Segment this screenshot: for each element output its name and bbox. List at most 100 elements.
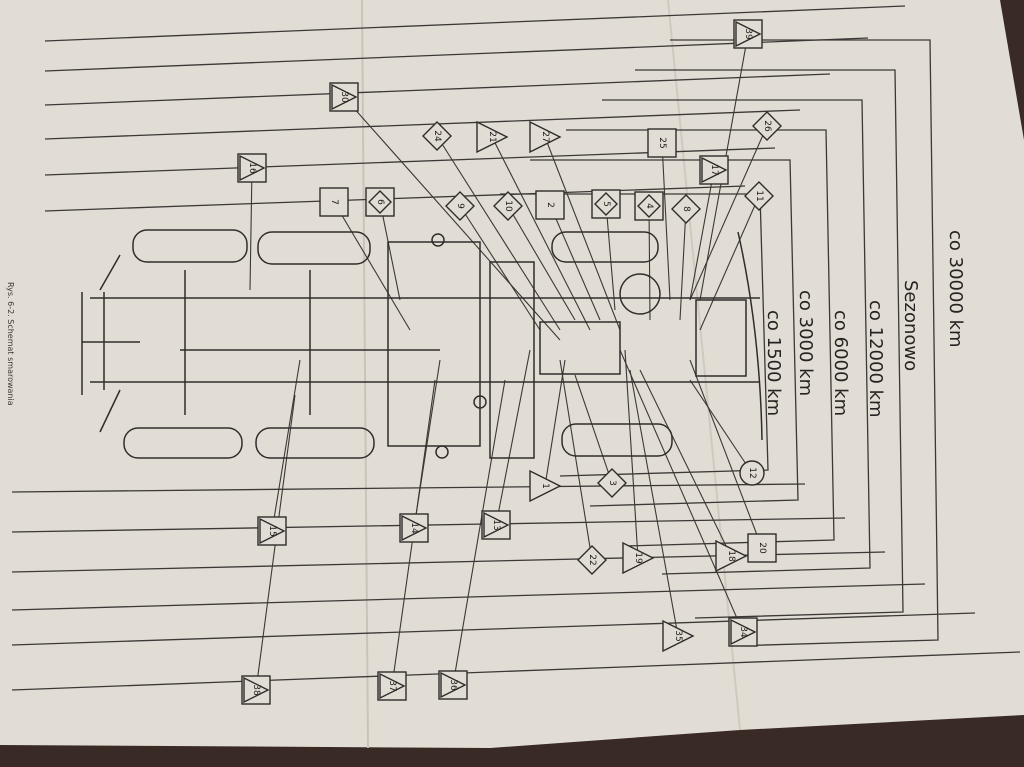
leader-line	[699, 195, 760, 331]
leader-line	[379, 201, 401, 301]
lubrication-point-6: 6	[365, 187, 395, 217]
marker-diamond-shape	[422, 121, 452, 151]
interval-label: co 30000 km	[945, 230, 966, 348]
marker-number: 34	[738, 626, 748, 638]
marker-square-shape	[237, 153, 267, 183]
gearbox	[539, 321, 621, 375]
marker-square-shape	[365, 187, 395, 217]
leader-line	[271, 359, 301, 532]
marker-number: 8	[681, 206, 691, 212]
leader-line	[661, 142, 671, 301]
rear-bumper-right	[737, 231, 763, 441]
lubrication-point-12: 12	[739, 460, 765, 486]
leader-line	[544, 359, 566, 487]
fold-line-left	[361, 0, 369, 749]
leader-line	[619, 349, 744, 633]
marker-number: 36	[448, 679, 458, 691]
marker-number: 7	[329, 199, 339, 205]
leader-line	[452, 379, 506, 686]
lubrication-point-11: 11	[744, 181, 774, 211]
lubrication-point-30: 30	[329, 82, 359, 112]
marker-square-shape	[481, 510, 511, 540]
lubrication-point-1: 1	[529, 469, 562, 503]
interval-label: co 12000 km	[865, 300, 886, 418]
marker-number: 6	[375, 199, 385, 205]
guide-line-top	[44, 185, 746, 212]
lubrication-point-13: 13	[481, 510, 511, 540]
marker-triangle-shape	[715, 539, 748, 573]
interval-bracket	[670, 39, 939, 647]
lubrication-point-16: 16	[237, 153, 267, 183]
lubrication-point-35: 35	[662, 619, 695, 653]
marker-triangle-shape	[259, 517, 286, 545]
marker-triangle-shape	[529, 120, 562, 154]
marker-diamond-shape	[597, 468, 627, 498]
marker-diamond-shape	[744, 181, 774, 211]
leader-line	[689, 379, 753, 474]
marker-number: 39	[743, 28, 753, 40]
marker-triangle-shape	[476, 120, 509, 154]
marker-triangle-shape	[379, 672, 406, 700]
lubrication-point-4: 4	[634, 191, 664, 221]
tire-rear-right	[561, 423, 673, 457]
interval-bracket	[530, 159, 799, 507]
marker-number: 12	[747, 467, 757, 478]
marker-number: 15	[267, 525, 277, 536]
figure-caption: Rys. 6-2. Schemat smarowania	[6, 282, 15, 406]
lubrication-point-19: 19	[622, 541, 655, 575]
cab-outline	[387, 241, 481, 447]
marker-square-shape	[535, 190, 565, 220]
marker-number: 9	[455, 203, 465, 209]
marker-square-shape	[728, 617, 758, 647]
marker-triangle-shape	[701, 156, 728, 184]
marker-number: 30	[339, 91, 349, 103]
lubrication-point-22: 22	[577, 545, 607, 575]
leader-line	[629, 369, 679, 637]
lubrication-point-37: 37	[377, 671, 407, 701]
marker-diamond-shape	[445, 191, 475, 221]
tire-front-right-inner	[255, 427, 375, 459]
marker-number: 2	[545, 202, 555, 208]
lubrication-point-21: 21	[476, 120, 509, 154]
marker-number: 21	[487, 131, 497, 142]
leader-line	[689, 359, 763, 549]
leader-line	[459, 205, 541, 331]
marker-number: 37	[387, 680, 397, 691]
leader-line	[679, 208, 687, 321]
leader-line	[333, 201, 411, 331]
leader-line	[648, 205, 651, 321]
marker-triangle-shape	[735, 20, 762, 48]
marker-number: 5	[601, 201, 611, 207]
marker-square-shape	[257, 516, 287, 546]
marker-number: 25	[657, 137, 667, 148]
lubrication-point-17: 17	[699, 155, 729, 185]
marker-square-shape	[747, 533, 777, 563]
interval-label: Sezonowo	[900, 280, 921, 371]
guide-line-top	[44, 109, 801, 140]
fuel-cap	[435, 445, 449, 459]
lubrication-point-38: 38	[241, 675, 271, 705]
marker-square-shape	[634, 191, 664, 221]
marker-number: 38	[251, 684, 261, 696]
steering-wheel	[619, 273, 661, 315]
marker-diamond-shape	[577, 545, 607, 575]
marker-number: 1	[540, 483, 550, 489]
leader-line	[689, 125, 768, 301]
marker-number: 11	[754, 190, 764, 201]
lubrication-point-8: 8	[671, 194, 701, 224]
marker-number: 27	[540, 131, 550, 142]
marker-number: 18	[726, 550, 736, 562]
lubrication-point-14: 14	[399, 513, 429, 543]
fold-line-right	[667, 0, 741, 731]
interval-bracket	[566, 129, 835, 547]
marker-circle-shape	[739, 460, 765, 486]
marker-diamond-shape	[368, 190, 392, 214]
radiator	[695, 299, 747, 377]
interval-bracket	[635, 69, 904, 619]
marker-number: 35	[673, 630, 683, 641]
marker-diamond-shape	[671, 194, 701, 224]
lubrication-point-18: 18	[715, 539, 748, 573]
